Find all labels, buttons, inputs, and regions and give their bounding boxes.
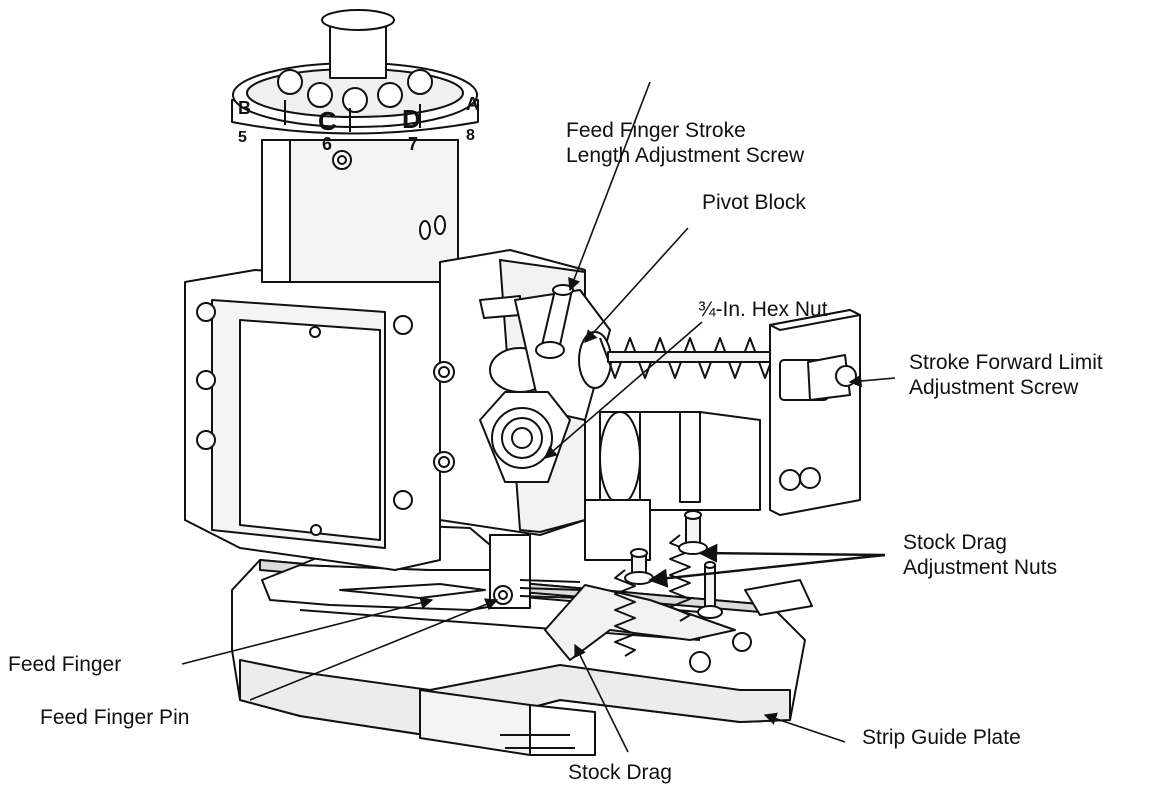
label-feed-finger-pin-text: Feed Finger Pin <box>40 706 190 729</box>
label-hex-nut: ¾-In. Hex Nut <box>698 297 828 322</box>
dial-number-8: 8 <box>466 127 475 144</box>
leader-hex-nut <box>544 321 703 459</box>
leader-stock-drag-nuts-b <box>648 553 886 588</box>
label-strip-guide-plate: Strip Guide Plate <box>862 725 1021 750</box>
upper-column <box>261 139 459 283</box>
label-stock-drag-nuts: Stock Drag Adjustment Nuts <box>903 530 1057 580</box>
stroke-forward-block <box>679 309 861 516</box>
stroke-length-screw <box>535 284 574 359</box>
label-stock-drag-nuts-line2: Adjustment Nuts <box>903 556 1058 579</box>
spring-rod <box>607 351 784 363</box>
leader-feed-finger-pin <box>249 598 499 701</box>
label-stroke-forward: Stroke Forward Limit Adjustment Screw <box>909 350 1103 400</box>
leader-stock-drag-nuts-a <box>698 543 886 563</box>
label-strip-guide-plate-text: Strip Guide Plate <box>862 726 1021 749</box>
label-feed-finger-stroke-line1: Feed Finger Stroke <box>566 119 746 142</box>
leader-feed-finger-stroke <box>568 81 651 292</box>
label-pivot-block-text: Pivot Block <box>702 191 806 214</box>
label-stroke-forward-line2: Adjustment Screw <box>909 376 1079 399</box>
label-feed-finger-stroke: Feed Finger Stroke Length Adjustment Scr… <box>566 118 804 168</box>
cylinder-housing <box>584 411 761 561</box>
dial-wheel <box>231 9 479 135</box>
label-stock-drag-text: Stock Drag <box>568 761 672 784</box>
dial-number-7: 7 <box>408 134 418 154</box>
dial-markings: B C D A 5 6 7 8 <box>238 94 479 154</box>
label-stock-drag: Stock Drag <box>568 760 672 785</box>
dial-letter-d: D <box>402 104 421 134</box>
label-feed-finger-stroke-line2: Length Adjustment Screw <box>566 144 805 167</box>
dial-number-5: 5 <box>238 129 247 146</box>
dial-letter-a: A <box>466 94 479 114</box>
dial-letter-c: C <box>318 106 337 136</box>
leader-stock-drag <box>574 643 629 753</box>
hex-nut <box>479 391 571 483</box>
main-housing <box>184 269 441 571</box>
leader-feed-finger <box>181 596 434 665</box>
label-hex-nut-text: ¾-In. Hex Nut <box>698 298 828 321</box>
label-stroke-forward-line1: Stroke Forward Limit <box>909 351 1103 374</box>
leader-stroke-forward <box>848 374 896 388</box>
label-stock-drag-nuts-line1: Stock Drag <box>903 531 1007 554</box>
leader-strip-guide-plate <box>763 712 846 743</box>
label-pivot-block: Pivot Block <box>702 190 806 215</box>
label-feed-finger: Feed Finger <box>8 652 121 677</box>
dial-number-6: 6 <box>322 134 332 154</box>
label-feed-finger-pin: Feed Finger Pin <box>40 705 189 730</box>
leader-pivot-block <box>584 227 689 343</box>
label-feed-finger-text: Feed Finger <box>8 653 122 676</box>
dial-letter-b: B <box>238 98 251 118</box>
